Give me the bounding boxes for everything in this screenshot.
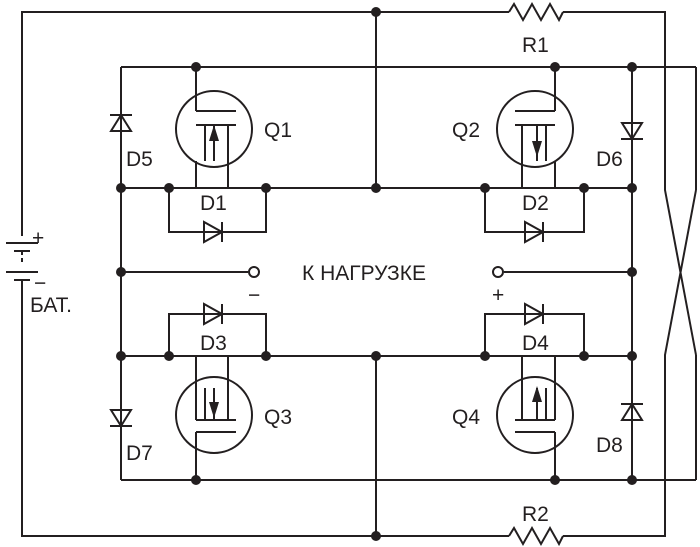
label-d5: D5 <box>126 148 153 171</box>
label-battery-minus: − <box>34 272 46 295</box>
diode-d4 <box>484 302 585 356</box>
resistor-r1 <box>508 1 564 23</box>
diode-d5 <box>109 113 133 132</box>
label-load: К НАГРУЗКЕ <box>302 262 426 285</box>
diode-d1 <box>168 188 267 244</box>
label-r1: R1 <box>522 34 549 57</box>
diode-d6 <box>620 122 644 141</box>
label-load-minus: − <box>248 284 260 307</box>
diode-d2 <box>484 188 585 244</box>
label-q3: Q3 <box>264 406 292 429</box>
battery-symbol <box>6 230 38 296</box>
label-load-plus: + <box>492 284 504 307</box>
label-d7: D7 <box>126 442 153 465</box>
label-d3: D3 <box>200 332 227 355</box>
diode-d8 <box>620 402 644 421</box>
label-d2: D2 <box>522 192 549 215</box>
load-terminal-minus <box>248 266 260 278</box>
mosfet-q2 <box>485 67 584 189</box>
mosfet-q3 <box>169 355 266 480</box>
diode-d3 <box>168 302 267 356</box>
label-q2: Q2 <box>452 119 480 142</box>
junction-dots <box>116 7 637 541</box>
mosfet-q4 <box>485 355 584 480</box>
label-d6: D6 <box>596 148 623 171</box>
load-terminal-plus <box>492 266 504 278</box>
diode-d7 <box>109 409 133 428</box>
label-battery: БАТ. <box>30 294 72 317</box>
mosfet-q1 <box>169 67 266 189</box>
label-q4: Q4 <box>452 406 480 429</box>
label-r2: R2 <box>522 503 549 526</box>
battery-loop-wires <box>21 11 697 537</box>
label-battery-plus: + <box>32 227 44 250</box>
label-d1: D1 <box>200 192 227 215</box>
label-d8: D8 <box>596 434 623 457</box>
resistor-r2 <box>508 525 564 547</box>
label-q1: Q1 <box>264 119 292 142</box>
label-d4: D4 <box>522 332 549 355</box>
